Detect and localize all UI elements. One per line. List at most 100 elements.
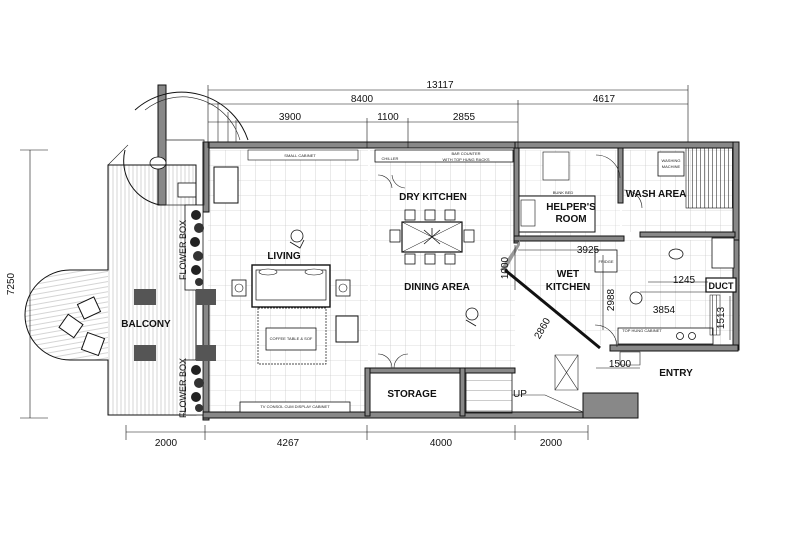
dim-1245: 1245 bbox=[673, 275, 696, 286]
stairs bbox=[465, 372, 584, 414]
wc2 bbox=[711, 237, 735, 269]
drying-rack bbox=[685, 147, 734, 209]
person-dining bbox=[465, 307, 479, 327]
bar-counter bbox=[374, 149, 514, 163]
label-helpers-2: ROOM bbox=[555, 214, 586, 225]
label-top-hung-cabinet: TOP HUNG CABINET bbox=[622, 328, 662, 333]
plants-bottom bbox=[191, 365, 204, 412]
dim-left-span: 8400 bbox=[351, 94, 374, 105]
wall-helper-right bbox=[617, 147, 624, 204]
label-fridge: FRIDGE bbox=[598, 259, 613, 264]
dining-tiles bbox=[370, 150, 515, 372]
wall-entry-bottom bbox=[609, 344, 739, 352]
armchair-right bbox=[335, 315, 359, 343]
small-cabinet bbox=[247, 149, 359, 161]
side-table-right bbox=[335, 279, 351, 297]
label-living: LIVING bbox=[267, 251, 301, 262]
dim-seg3: 2855 bbox=[453, 112, 476, 123]
hob-1 bbox=[676, 332, 684, 340]
palm-plant bbox=[423, 228, 441, 245]
person-wet-kitchen bbox=[629, 291, 643, 305]
dimension-lines bbox=[20, 85, 731, 440]
label-chiller: CHILLER bbox=[382, 156, 399, 161]
label-entry: ENTRY bbox=[659, 368, 693, 379]
balcony-stool-4 bbox=[196, 345, 216, 361]
kitchen-counter bbox=[617, 327, 714, 345]
wall-storage-right bbox=[459, 367, 466, 417]
dim-right-span: 4617 bbox=[593, 94, 616, 105]
dim-b3: 4000 bbox=[430, 438, 453, 449]
dim-b4: 2000 bbox=[540, 438, 563, 449]
label-dining-area: DINING AREA bbox=[404, 282, 470, 293]
living-furniture bbox=[213, 149, 359, 413]
balcony-stool-2 bbox=[134, 345, 156, 361]
label-wash-area: WASH AREA bbox=[626, 189, 687, 200]
dim-3925: 3925 bbox=[577, 245, 600, 256]
basin bbox=[177, 182, 197, 198]
toilet-bowl bbox=[149, 156, 167, 170]
dim-1000: 1000 bbox=[500, 256, 511, 279]
dining-chairs bbox=[389, 209, 475, 265]
helper-desk bbox=[542, 151, 570, 181]
wet-kitchen bbox=[500, 237, 737, 366]
dim-seg1: 3900 bbox=[279, 112, 302, 123]
wet-kitchen-tiles bbox=[500, 240, 740, 345]
wall-top-left bbox=[207, 141, 519, 149]
furniture-labels: CHILLER BAR COUNTER WITH TOP HUNG RACKS … bbox=[260, 151, 680, 409]
toilet-2 bbox=[668, 248, 684, 260]
dim-seg2: 1100 bbox=[377, 112, 399, 123]
dim-1513: 1513 bbox=[716, 306, 727, 329]
tower bbox=[123, 91, 249, 206]
wall-wc bbox=[157, 84, 167, 206]
tv-console bbox=[239, 401, 351, 413]
room-labels: LIVING DRY KITCHEN DINING AREA HELPER'S … bbox=[121, 189, 734, 418]
pillow bbox=[520, 199, 536, 227]
label-tv-console: TV CONSOL CUM DISPLAY CABINET bbox=[260, 404, 330, 409]
helper-room bbox=[518, 151, 621, 233]
plants-top bbox=[190, 210, 204, 286]
dim-left-height: 7250 bbox=[6, 272, 17, 295]
person-living bbox=[289, 229, 305, 249]
wall-right-upper bbox=[732, 141, 740, 243]
label-wet-2: KITCHEN bbox=[546, 282, 590, 293]
lounge-chairs bbox=[58, 296, 106, 357]
dim-2860: 2860 bbox=[533, 316, 554, 341]
dim-b2: 4267 bbox=[277, 438, 300, 449]
armchair-top bbox=[213, 166, 239, 204]
label-bar-counter-2: WITH TOP HUNG RACKS bbox=[442, 157, 489, 162]
dining-furniture bbox=[374, 149, 579, 391]
label-helpers-1: HELPER'S bbox=[546, 202, 596, 213]
coffee-table bbox=[265, 327, 317, 351]
side-table-left bbox=[231, 279, 247, 297]
label-bunk-bed: BUNK BED bbox=[553, 190, 574, 195]
wall-helper-left bbox=[513, 147, 520, 244]
dim-3854: 3854 bbox=[653, 305, 676, 316]
wall-bottom bbox=[202, 411, 589, 419]
label-dry-kitchen: DRY KITCHEN bbox=[399, 192, 467, 203]
rug bbox=[257, 307, 327, 365]
dim-2988: 2988 bbox=[606, 288, 617, 311]
wall-wash-bottom bbox=[639, 231, 736, 238]
washing-machine bbox=[657, 151, 685, 177]
dim-b1: 2000 bbox=[155, 438, 178, 449]
wall-left-upper bbox=[202, 141, 210, 213]
label-flower-box-top: FLOWER BOX bbox=[178, 220, 188, 280]
label-storage: STORAGE bbox=[387, 389, 437, 400]
wash-area bbox=[623, 147, 734, 209]
wall-storage-top bbox=[364, 367, 516, 374]
label-balcony: BALCONY bbox=[121, 319, 171, 330]
label-washing-2: MACHINE bbox=[662, 164, 681, 169]
label-bar-counter-1: BAR COUNTER bbox=[451, 151, 480, 156]
label-washing-1: WASHING bbox=[662, 158, 681, 163]
hob-2 bbox=[688, 332, 696, 340]
label-flower-box-bottom: FLOWER BOX bbox=[178, 358, 188, 418]
balcony-stool-3 bbox=[196, 289, 216, 305]
balcony bbox=[24, 144, 216, 416]
dim-1500: 1500 bbox=[609, 359, 632, 370]
label-duct: DUCT bbox=[709, 281, 734, 291]
fridge bbox=[594, 249, 618, 273]
dim-total: 13117 bbox=[426, 80, 454, 91]
label-small-cabinet: SMALL CABINET bbox=[284, 153, 316, 158]
label-up: UP bbox=[513, 389, 527, 400]
